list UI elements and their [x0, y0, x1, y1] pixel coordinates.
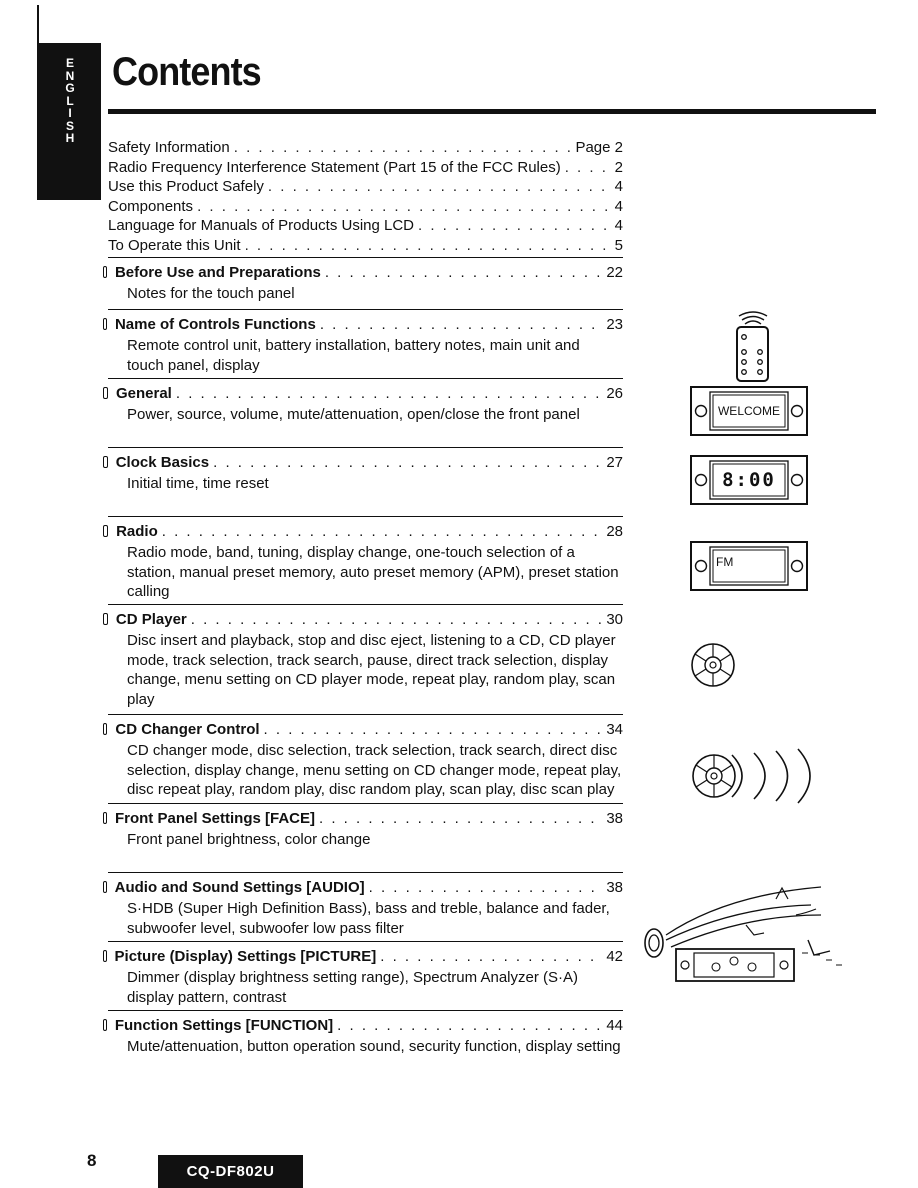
language-tab-letters: E N G L I S H — [65, 56, 75, 145]
section-title: Function Settings [FUNCTION] — [114, 1017, 334, 1034]
checkbox-icon — [103, 266, 107, 278]
checkbox-icon — [103, 456, 108, 468]
section-title: CD Player — [115, 611, 187, 628]
toc-section[interactable]: Function Settings [FUNCTION] 44 Mute/atte… — [103, 1010, 623, 1080]
section-title: Before Use and Preparations — [114, 264, 321, 281]
page-edge-rule — [37, 5, 39, 45]
section-description: Radio mode, band, tuning, display change… — [127, 544, 619, 600]
unit-display-icon: WELCOME — [690, 386, 808, 436]
checkbox-icon — [103, 812, 107, 824]
section-page: 22 — [606, 264, 623, 281]
section-title: Radio — [116, 523, 158, 540]
section-rule — [108, 447, 623, 448]
section-page: 30 — [606, 611, 623, 628]
section-rule — [108, 309, 623, 310]
section-page: 34 — [606, 721, 623, 738]
clock-display-icon: 8:00 — [690, 455, 808, 505]
clock-text: 8:00 — [722, 469, 776, 491]
section-rule — [108, 257, 623, 258]
toc-section[interactable]: CD Player 30 Disc insert and playback, st… — [103, 604, 623, 714]
section-rule — [108, 604, 623, 605]
checkbox-icon — [103, 387, 108, 399]
page-title: Contents — [112, 50, 262, 94]
section-description: Mute/attenuation, button operation sound… — [127, 1038, 621, 1055]
checkbox-icon — [103, 525, 109, 537]
section-page: 38 — [606, 810, 623, 827]
toc-section[interactable]: Name of Controls Functions 23 Remote cont… — [103, 309, 623, 379]
section-title: General — [115, 385, 172, 402]
checkbox-icon — [103, 950, 107, 962]
checkbox-icon — [103, 613, 108, 625]
section-title: Picture (Display) Settings [PICTURE] — [114, 948, 377, 965]
section-title: Audio and Sound Settings [AUDIO] — [114, 879, 365, 896]
section-title: CD Changer Control — [115, 721, 260, 738]
section-rule — [108, 516, 623, 517]
model-badge: CQ-DF802U — [158, 1155, 303, 1188]
section-title: Front Panel Settings [FACE] — [114, 810, 315, 827]
section-page: 28 — [606, 523, 623, 540]
section-description: Remote control unit, battery installatio… — [127, 337, 580, 374]
toc-entry[interactable]: Safety InformationPage 2 — [108, 138, 623, 158]
section-rule — [108, 872, 623, 873]
title-rule — [108, 109, 876, 114]
checkbox-icon — [103, 881, 107, 893]
toc-section[interactable]: Radio 28 Radio mode, band, tuning, displa… — [103, 516, 623, 606]
section-page: 27 — [606, 454, 623, 471]
section-rule — [108, 714, 623, 715]
section-page: 38 — [606, 879, 623, 896]
radio-display-icon: FM — [690, 541, 808, 591]
section-page: 42 — [606, 948, 623, 965]
toc-section[interactable]: Picture (Display) Settings [PICTURE] 42 D… — [103, 941, 623, 1011]
toc-entry[interactable]: Radio Frequency Interference Statement (… — [108, 158, 623, 178]
toc-entry[interactable]: Components4 — [108, 197, 623, 217]
section-description: CD changer mode, disc selection, track s… — [127, 742, 622, 798]
page-number: 8 — [87, 1151, 97, 1170]
section-title: Clock Basics — [115, 454, 210, 471]
toc-section[interactable]: Audio and Sound Settings [AUDIO] 38 S·HDB… — [103, 872, 623, 942]
checkbox-icon — [103, 1019, 107, 1031]
display-text: WELCOME — [717, 404, 780, 418]
section-page: 23 — [606, 316, 623, 333]
section-rule — [108, 941, 623, 942]
section-title: Name of Controls Functions — [114, 316, 316, 333]
cd-changer-icon — [692, 748, 811, 804]
section-description: Initial time, time reset — [127, 475, 269, 492]
section-description: Notes for the touch panel — [127, 285, 295, 302]
section-description: Front panel brightness, color change — [127, 831, 371, 848]
toc-section[interactable]: Before Use and Preparations 22 Notes for … — [103, 257, 623, 307]
toc-section[interactable]: CD Changer Control 34 CD changer mode, di… — [103, 714, 623, 804]
section-rule — [108, 1010, 623, 1011]
section-description: Power, source, volume, mute/attenuation,… — [127, 406, 580, 423]
section-rule — [108, 378, 623, 379]
cd-disc-icon — [691, 643, 735, 687]
intro-list: Safety InformationPage 2 Radio Frequency… — [108, 138, 623, 255]
section-page: 44 — [606, 1017, 623, 1034]
toc-entry[interactable]: To Operate this Unit5 — [108, 236, 623, 256]
language-tab: E N G L I S H — [37, 43, 101, 200]
toc-section[interactable]: General 26 Power, source, volume, mute/at… — [103, 378, 623, 448]
checkbox-icon — [103, 318, 107, 330]
toc-section[interactable]: Clock Basics 27 Initial time, time reset — [103, 447, 623, 517]
section-page: 26 — [606, 385, 623, 402]
section-rule — [108, 803, 623, 804]
toc-entry[interactable]: Use this Product Safely4 — [108, 177, 623, 197]
speaker-sound-icon — [644, 886, 842, 982]
section-description: Dimmer (display brightness setting range… — [127, 969, 578, 1006]
section-description: Disc insert and playback, stop and disc … — [127, 632, 616, 708]
remote-control-icon — [736, 311, 769, 382]
section-description: S·HDB (Super High Definition Bass), bass… — [127, 900, 610, 937]
checkbox-icon — [103, 723, 108, 735]
toc-entry[interactable]: Language for Manuals of Products Using L… — [108, 216, 623, 236]
band-text: FM — [716, 555, 734, 569]
toc-section[interactable]: Front Panel Settings [FACE] 38 Front pane… — [103, 803, 623, 873]
